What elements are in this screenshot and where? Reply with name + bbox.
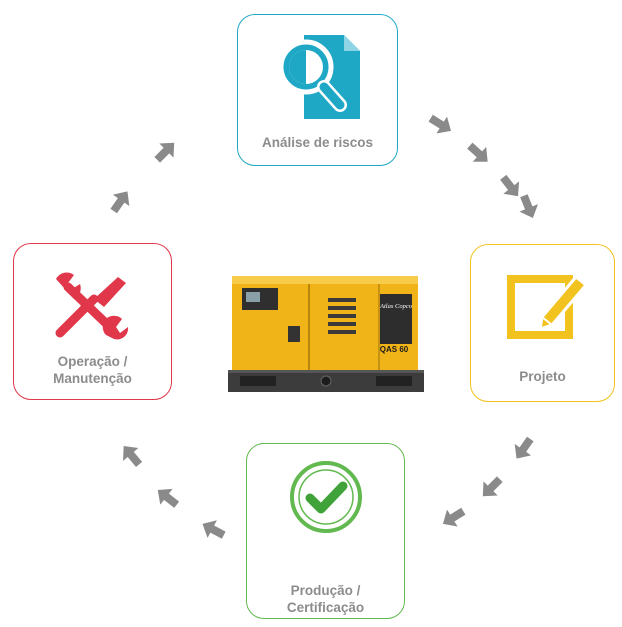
arrow xyxy=(514,192,543,222)
arrow xyxy=(197,515,229,544)
generator-model: QAS 60 xyxy=(380,345,409,354)
step-label: Análise de riscos xyxy=(261,135,374,150)
step-card-operacao: Operação / Manutenção xyxy=(13,243,172,400)
step-card-projeto: Projeto xyxy=(470,244,615,402)
arrow xyxy=(151,482,183,513)
arrow xyxy=(508,433,539,465)
step-card-analise: Análise de riscos xyxy=(237,14,398,166)
generator-image: Atlas Copco QAS 60 xyxy=(228,276,424,392)
edit-pencil-icon xyxy=(507,274,588,339)
document-search-icon xyxy=(278,35,360,119)
check-circle-icon xyxy=(290,461,362,533)
step-label: Produção / Certificação xyxy=(286,583,365,615)
step-label: Projeto xyxy=(519,369,566,384)
arrow xyxy=(463,138,495,170)
arrow xyxy=(150,135,182,167)
arrow xyxy=(105,185,136,217)
step-card-producao: Produção / Certificação xyxy=(246,443,405,619)
tools-icon xyxy=(55,272,129,340)
arrow xyxy=(437,502,469,533)
arrow xyxy=(115,439,147,471)
arrow xyxy=(425,109,457,140)
generator-brand: Atlas Copco xyxy=(379,303,413,310)
arrow xyxy=(475,472,507,504)
step-label: Operação / Manutenção xyxy=(53,354,132,386)
